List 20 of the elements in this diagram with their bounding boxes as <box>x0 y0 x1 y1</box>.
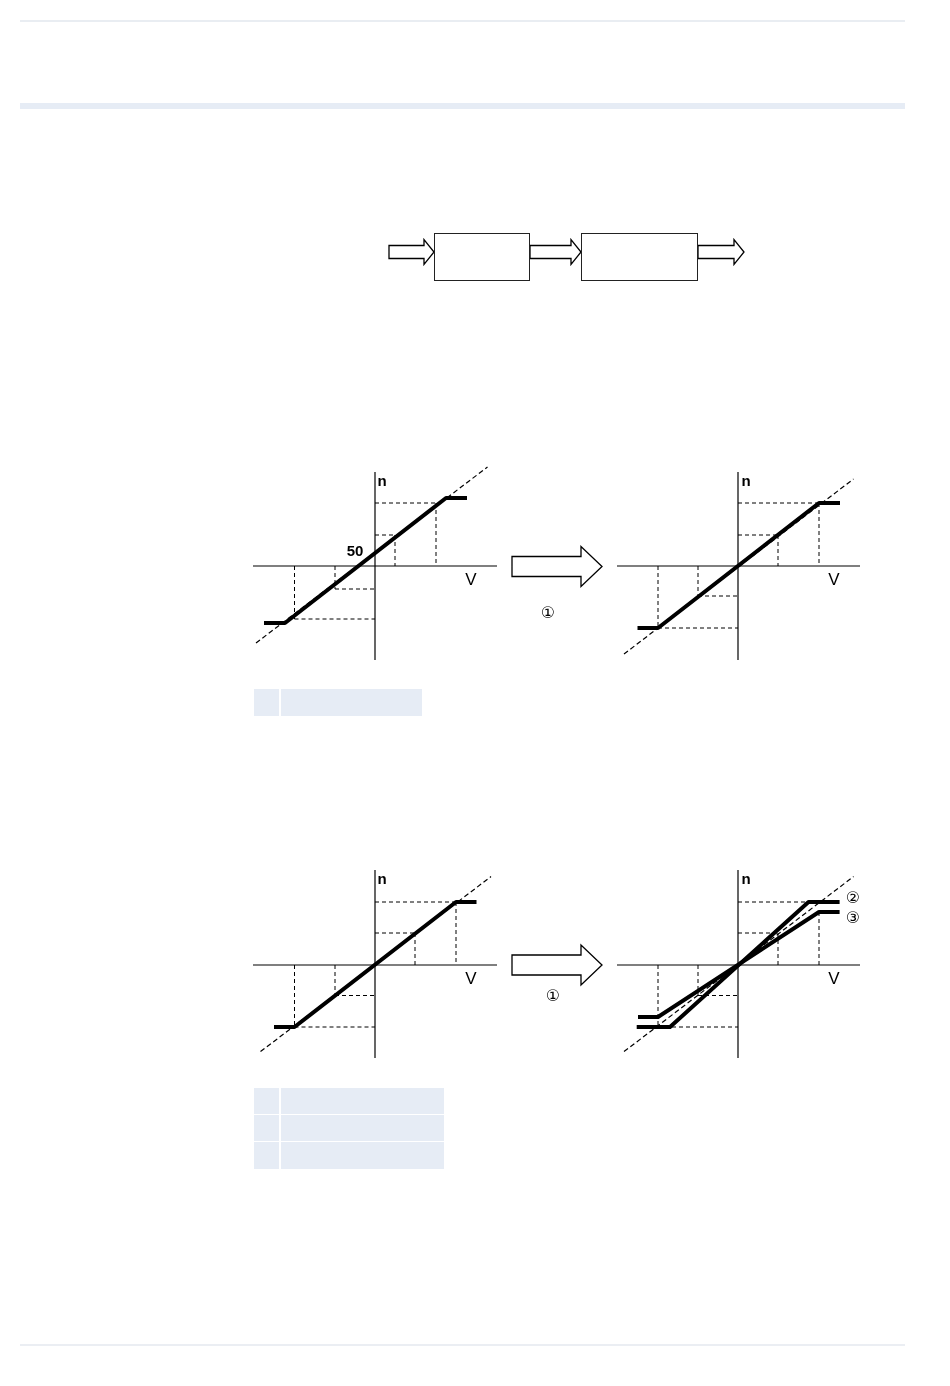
axis-label: n <box>741 870 751 886</box>
callout-number: ③ <box>845 910 861 926</box>
block-arrow <box>697 237 745 267</box>
value-label: 50 <box>346 542 364 558</box>
callout-number: ② <box>845 890 861 906</box>
axis-label: V <box>465 570 477 588</box>
process-box <box>581 233 698 281</box>
axis-label: n <box>377 472 387 488</box>
block-arrow <box>511 545 603 588</box>
block-arrow <box>388 237 435 267</box>
axis-label: V <box>828 570 840 588</box>
edge-label: ① <box>545 988 561 1004</box>
axis-label: V <box>465 969 477 987</box>
block-arrow <box>511 943 603 987</box>
process-box <box>434 233 530 281</box>
block-arrow <box>529 237 582 267</box>
axis-label: V <box>828 969 840 987</box>
axis-label: n <box>741 472 751 488</box>
axis-label: n <box>377 870 387 886</box>
edge-label: ① <box>540 605 556 621</box>
